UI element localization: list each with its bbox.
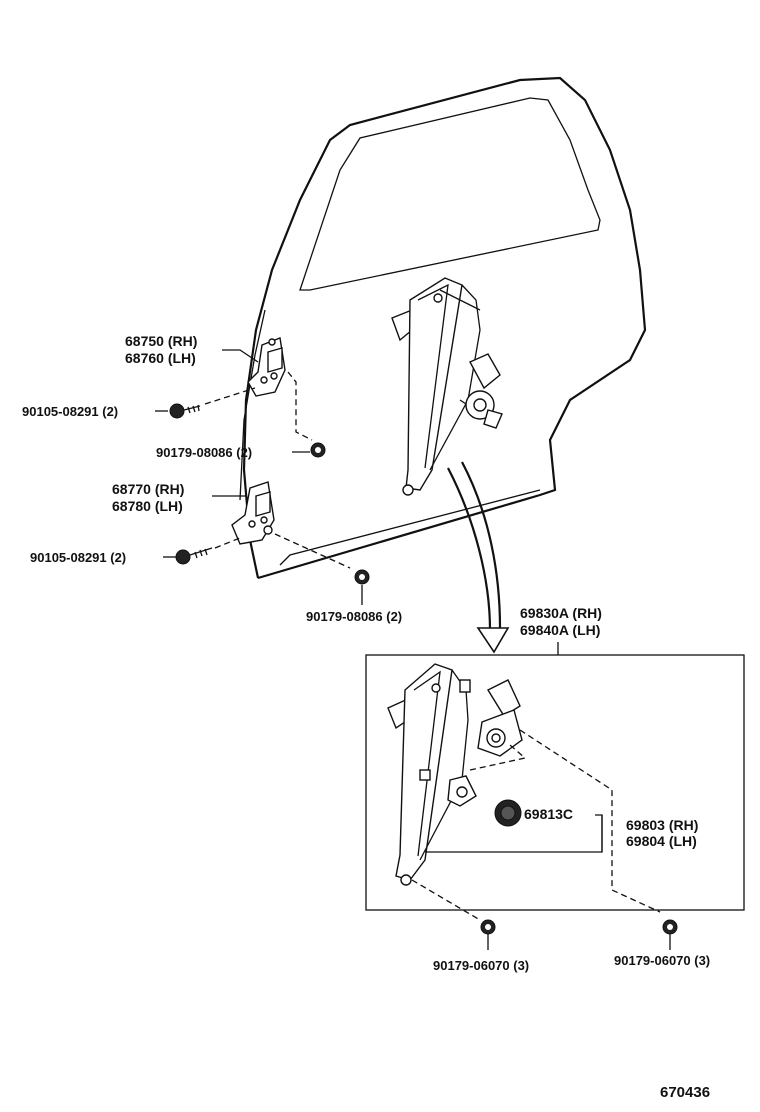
installed-regulator — [391, 277, 503, 496]
lower-hinge — [231, 481, 275, 545]
label-bolt-lower: 90105-08291 (2) — [30, 550, 126, 565]
label-nut-lower: 90179-08086 (2) — [306, 609, 402, 624]
label-nut-upper: 90179-08086 (2) — [156, 445, 252, 460]
exploded-regulator — [387, 663, 477, 886]
label-regulator-assy-rh: 69830A (RH) — [520, 605, 602, 621]
label-nut-left: 90179-06070 (3) — [433, 958, 529, 973]
rear-door-outline — [239, 76, 647, 580]
figure-number: 670436 — [660, 1084, 710, 1101]
label-bolt-upper: 90105-08291 (2) — [22, 404, 118, 419]
exploded-motor — [477, 679, 523, 757]
label-regulator-rh: 69803 (RH) — [626, 817, 698, 833]
lower-nut — [354, 569, 370, 585]
upper-nut — [310, 442, 326, 458]
label-regulator-lh: 69804 (LH) — [626, 833, 697, 849]
lower-right-nut — [662, 919, 678, 950]
label-regulator-assy-lh: 69840A (LH) — [520, 622, 600, 638]
label-hinge-lower-lh: 68780 (LH) — [112, 498, 183, 514]
label-damper: 69813C — [524, 806, 573, 822]
detail-arrow — [447, 461, 510, 654]
lower-bolt — [175, 547, 213, 565]
label-nut-right: 90179-06070 (3) — [614, 953, 710, 968]
upper-bolt — [169, 403, 201, 419]
label-hinge-upper-rh: 68750 (RH) — [125, 333, 197, 349]
lower-left-nut — [480, 919, 496, 950]
assembly-box — [365, 654, 745, 911]
label-hinge-lower-rh: 68770 (RH) — [112, 481, 184, 497]
damper — [494, 799, 522, 827]
upper-hinge — [247, 337, 286, 397]
label-hinge-upper-lh: 68760 (LH) — [125, 350, 196, 366]
